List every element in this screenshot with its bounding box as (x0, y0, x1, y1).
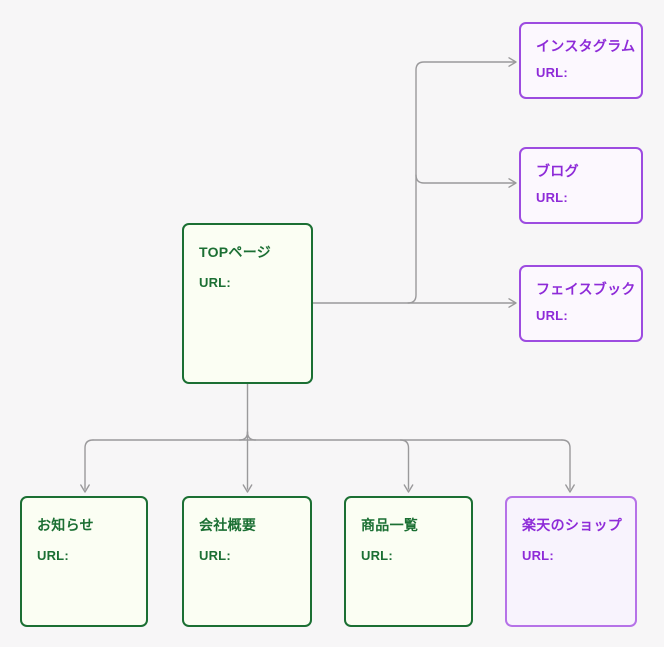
node-product-list[interactable]: 商品一覧 URL: (344, 496, 473, 627)
node-title: インスタグラム (536, 38, 636, 54)
node-title: 商品一覧 (361, 517, 419, 533)
arrow-facebook-icon (508, 298, 517, 308)
node-facebook[interactable]: フェイスブック URL: (519, 265, 643, 342)
node-title: 会社概要 (199, 517, 257, 533)
node-url-label: URL: (361, 548, 393, 563)
node-company-overview[interactable]: 会社概要 URL: (182, 496, 312, 627)
arrow-news-icon (80, 484, 90, 493)
node-rakuten-shop[interactable]: 楽天のショップ URL: (505, 496, 637, 627)
node-top-page[interactable]: TOPページ URL: (182, 223, 313, 384)
node-url-label: URL: (37, 548, 69, 563)
arrow-blog-icon (508, 178, 517, 188)
connector-fork-left (238, 431, 249, 441)
arrow-products-icon (403, 484, 414, 493)
arrow-rakuten-icon (565, 484, 575, 493)
arrow-instagram-icon (508, 57, 517, 67)
node-title: ブログ (536, 163, 579, 179)
node-title: TOPページ (199, 244, 272, 260)
node-url-label: URL: (199, 548, 231, 563)
node-news[interactable]: お知らせ URL: (20, 496, 148, 627)
node-instagram[interactable]: インスタグラム URL: (519, 22, 643, 99)
node-url-label: URL: (199, 275, 231, 290)
node-url-label: URL: (522, 548, 554, 563)
node-url-label: URL: (536, 308, 568, 323)
connector-bus-to-products (399, 439, 410, 490)
node-blog[interactable]: ブログ URL: (519, 147, 643, 224)
node-title: お知らせ (37, 517, 94, 533)
node-title: フェイスブック (536, 281, 636, 297)
connector-fork-right (246, 431, 257, 441)
node-url-label: URL: (536, 65, 568, 80)
connector-bus-to-news (84, 439, 94, 490)
node-title: 楽天のショップ (522, 517, 623, 533)
node-url-label: URL: (536, 190, 568, 205)
connector-bus-to-rakuten (561, 439, 571, 490)
arrow-company-icon (242, 484, 253, 493)
connector-top-to-blog (415, 174, 516, 184)
connector-top-to-instagram (407, 61, 516, 304)
